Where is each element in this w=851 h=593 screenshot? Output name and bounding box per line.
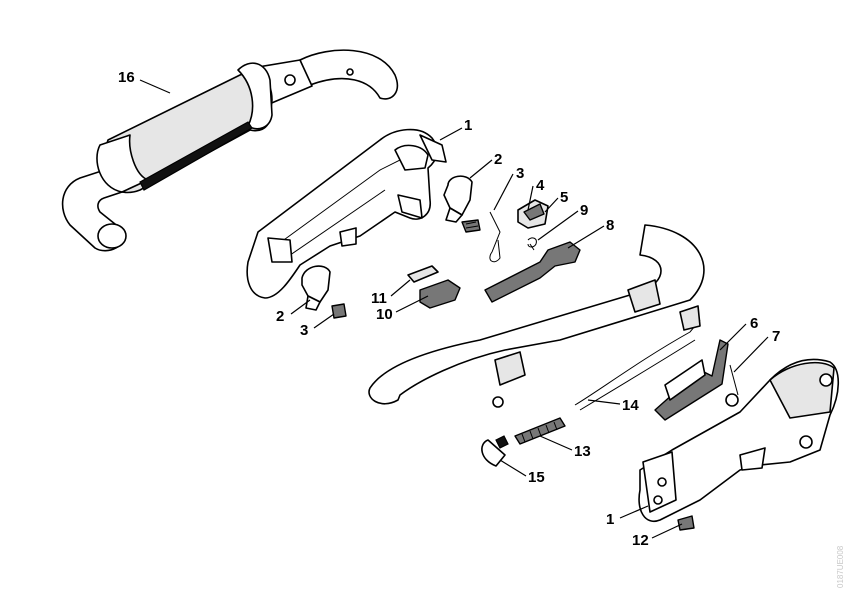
- handle-housing-upper-1: [246, 128, 447, 299]
- callout-8: 8: [606, 217, 614, 234]
- callout-12: 12: [632, 532, 649, 549]
- callout-4: 4: [536, 177, 545, 194]
- callout-1-lower: 1: [606, 511, 614, 528]
- callout-9: 9: [580, 202, 588, 219]
- diagram-code-watermark: 0187UE008: [836, 545, 845, 588]
- spring-7: [725, 364, 739, 407]
- slide-11: [407, 265, 439, 283]
- trigger-interlock-6: [654, 339, 729, 421]
- cable-spring-13: [514, 417, 566, 445]
- callout-13: 13: [574, 443, 591, 460]
- torsion-spring-4: [489, 211, 501, 263]
- callout-16: 16: [118, 69, 135, 86]
- clamp-upper-2: [443, 175, 473, 223]
- interlock-lever-5: [517, 199, 549, 229]
- throttle-cable-14: [574, 305, 701, 411]
- callout-labels: 16 1 2 3 4 5 9 8 11 10 2 3 6 7 14 13 15 …: [118, 69, 780, 549]
- callout-15: 15: [528, 469, 545, 486]
- handle-housing-lower-1: [638, 358, 840, 523]
- callout-6: 6: [750, 315, 758, 332]
- throttle-trigger-8: [484, 241, 581, 303]
- callout-1-upper: 1: [464, 117, 472, 134]
- callout-3-upper: 3: [516, 165, 524, 182]
- switch-shaft-10: [419, 279, 461, 309]
- spring-small-9: [527, 237, 537, 251]
- handlebar-upper-16: [61, 49, 399, 252]
- leader-lines: [139, 79, 769, 539]
- callout-10: 10: [376, 306, 393, 323]
- screw-upper-3: [461, 219, 481, 233]
- callout-2-upper: 2: [494, 151, 502, 168]
- callout-7: 7: [772, 328, 780, 345]
- callout-14: 14: [622, 397, 639, 414]
- callout-11: 11: [371, 290, 387, 307]
- callout-3-lower: 3: [300, 322, 308, 339]
- screw-12: [677, 515, 695, 531]
- cable-clip-15: [481, 435, 509, 467]
- callout-5: 5: [560, 189, 568, 206]
- callout-2-lower: 2: [276, 308, 284, 325]
- clamp-lower-2: [301, 265, 331, 311]
- screw-lower-3: [331, 303, 347, 319]
- handlebar-lower-tube: [368, 224, 705, 408]
